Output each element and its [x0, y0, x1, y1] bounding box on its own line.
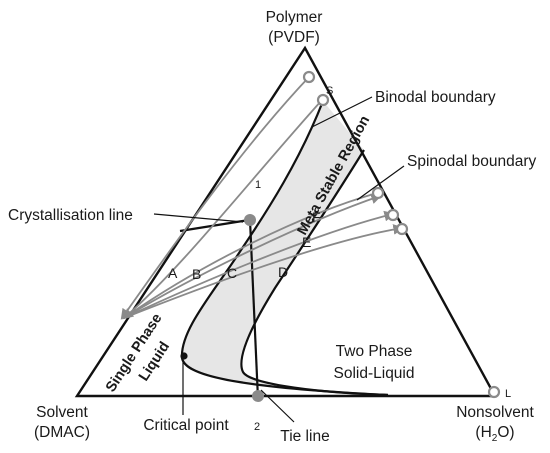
- path-d: [123, 224, 405, 319]
- path-c: [123, 192, 378, 319]
- tie-line-label: Tie line: [280, 428, 329, 445]
- path-c-label: C: [227, 265, 237, 281]
- vertex-polymer-label: Polymer: [266, 9, 323, 26]
- endpoint-l: [487, 385, 501, 399]
- vertex-polymer-sub: (PVDF): [268, 29, 320, 46]
- point-l-label: L: [505, 388, 511, 400]
- two-phase-label-2: Solid-Liquid: [334, 365, 415, 382]
- vertex-solvent-sub: (DMAC): [34, 424, 90, 441]
- spinodal-boundary-label: Spinodal boundary: [407, 153, 537, 170]
- point-1-label: 1: [255, 179, 261, 191]
- path-e: [123, 210, 396, 319]
- critical-point: [180, 352, 188, 360]
- point-2-label: 2: [254, 421, 260, 433]
- binodal-leader: [311, 96, 373, 128]
- vertex-nonsolvent-label: Nonsolvent: [456, 404, 534, 421]
- path-a-label: A: [168, 265, 178, 281]
- path-b-label: B: [192, 266, 201, 282]
- spinodal-leader: [356, 165, 405, 201]
- tie-line-leader: [260, 389, 295, 423]
- endpoint-s: [316, 93, 330, 107]
- two-phase-label: Two Phase: [336, 343, 413, 360]
- crystallisation-line-label: Crystallisation line: [8, 207, 133, 224]
- endpoint-c: [371, 186, 385, 200]
- endpoint-d: [395, 222, 409, 236]
- point-1: [244, 214, 256, 226]
- binodal-boundary-label: Binodal boundary: [375, 89, 496, 106]
- path-f-label: F: [312, 209, 321, 225]
- point-s-label: S: [326, 85, 333, 97]
- vertex-nonsolvent-sub: (H2O): [475, 424, 514, 444]
- point-2: [252, 390, 264, 402]
- vertex-solvent-label: Solvent: [36, 404, 88, 421]
- critical-point-label: Critical point: [143, 417, 229, 434]
- path-b: [122, 99, 323, 320]
- path-f: [123, 193, 383, 319]
- endpoint-e: [386, 208, 400, 222]
- meta-stable-region: [181, 101, 388, 395]
- endpoint-s-upper: [302, 70, 316, 84]
- path-d-label: D: [278, 264, 288, 280]
- binodal-boundary: [180, 100, 389, 397]
- path-a: [120, 76, 310, 320]
- crystallisation-leader: [153, 213, 244, 223]
- path-e-label: E: [302, 234, 311, 250]
